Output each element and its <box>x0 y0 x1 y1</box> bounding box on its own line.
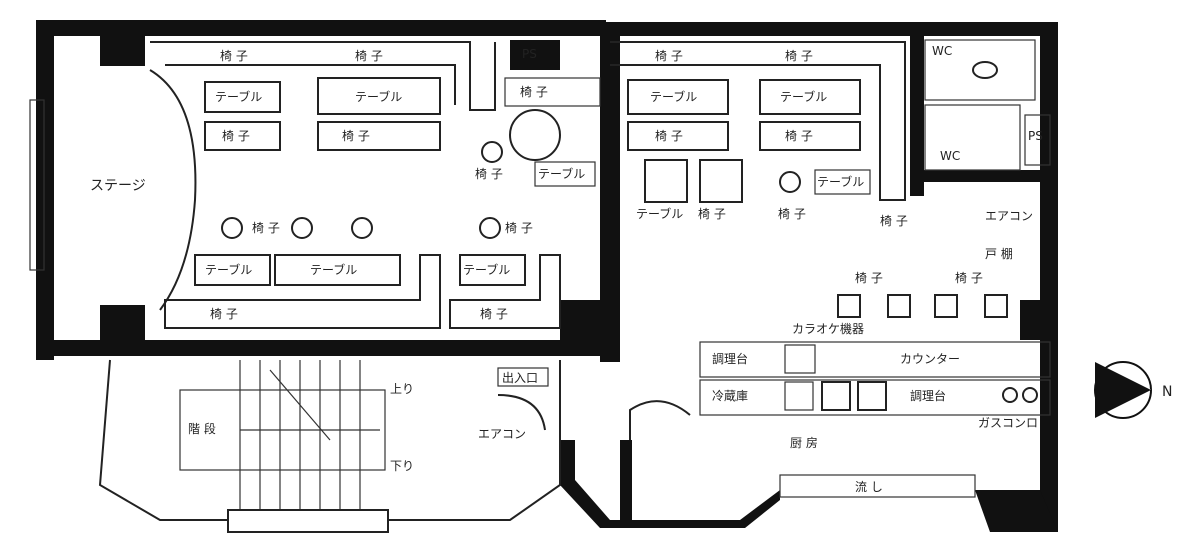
bench-label-1: 椅 子 <box>220 49 248 63</box>
stair-area: 階 段 上り 下り 出入口 エアコン <box>98 359 561 533</box>
fridge-label: 冷蔵庫 <box>712 389 748 403</box>
outer-walls <box>36 20 1058 532</box>
stage-area: ステージ <box>29 69 197 311</box>
chair-label-r6: 椅 子 <box>698 207 726 221</box>
table-label-r1: テーブル <box>650 89 697 104</box>
chair-label-r4: 椅 子 <box>655 129 683 143</box>
ps-label: PS <box>522 47 537 61</box>
wc-label-b: WC <box>940 149 960 163</box>
table-label-1: テーブル <box>215 89 262 104</box>
chair-label-3: 椅 子 <box>252 221 280 235</box>
table-label-6: テーブル <box>538 166 585 181</box>
aircon-label: エアコン <box>985 209 1033 223</box>
entrance-label: 出入口 <box>502 371 538 385</box>
table-label-5: テーブル <box>463 262 510 277</box>
table-label-r3: テーブル <box>636 206 683 221</box>
bar-stool-label: 椅 子 <box>955 271 983 285</box>
cooker-label: 調理台 <box>712 351 748 366</box>
table-label-r4: テーブル <box>817 174 864 189</box>
chair-label-1: 椅 子 <box>222 129 250 143</box>
karaoke-label: カラオケ機器 <box>792 321 864 336</box>
ps-label-2: PS <box>1028 129 1043 143</box>
chair-label-r3: 椅 子 <box>785 49 813 63</box>
chair-label-5: 椅 子 <box>210 307 238 321</box>
range-label: ガスコンロ <box>978 416 1038 430</box>
right-seating: 椅 子 椅 子 テーブル テーブル 椅 子 椅 子 テーブル 椅 子 テーブル … <box>610 41 1008 318</box>
sink-label: 流 し <box>855 480 883 494</box>
chair-label-2: 椅 子 <box>342 129 370 143</box>
north-indicator: N <box>1094 361 1172 419</box>
bench-label-2: 椅 子 <box>355 49 383 63</box>
table-label-3: テーブル <box>205 262 252 277</box>
kitchen: カラオケ機器 調理台 カウンター 冷蔵庫 調理台 ガスコンロ 厨 房 流 し <box>629 321 1051 498</box>
shelf-label: 戸 棚 <box>985 246 1013 261</box>
chair-label-r9: 椅 子 <box>855 271 883 285</box>
aircon-bottom-label: エアコン <box>478 427 526 441</box>
north-label: N <box>1162 384 1172 400</box>
wc-block: WC WC PS エアコン 戸 棚 <box>924 39 1051 261</box>
chair-label-7: 椅 子 <box>520 85 548 99</box>
table-label-2: テーブル <box>355 89 402 104</box>
down-label: 下り <box>390 459 414 473</box>
up-label: 上り <box>390 382 414 396</box>
stage-label: ステージ <box>90 178 146 194</box>
chair-label-6: 椅 子 <box>480 307 508 321</box>
chair-label-4: 椅 子 <box>505 221 533 235</box>
counter-label: カウンター <box>900 352 960 366</box>
table-label-4: テーブル <box>310 262 357 277</box>
chair-label-r5: 椅 子 <box>785 129 813 143</box>
chair-label-8: 椅 子 <box>475 167 503 181</box>
chair-label-r2: 椅 子 <box>655 49 683 63</box>
kitchen-label: 厨 房 <box>790 435 818 450</box>
wc-label-a: WC <box>932 44 952 58</box>
bar-label: 調理台 <box>910 388 946 403</box>
left-seating: 椅 子 椅 子 テーブル テーブル 椅 子 椅 子 椅 子 椅 子 テーブル テ… <box>150 41 601 329</box>
chair-label-r8: 椅 子 <box>880 214 908 228</box>
stair-label: 階 段 <box>188 421 216 436</box>
chair-label-r7: 椅 子 <box>778 207 806 221</box>
table-label-r2: テーブル <box>780 89 827 104</box>
